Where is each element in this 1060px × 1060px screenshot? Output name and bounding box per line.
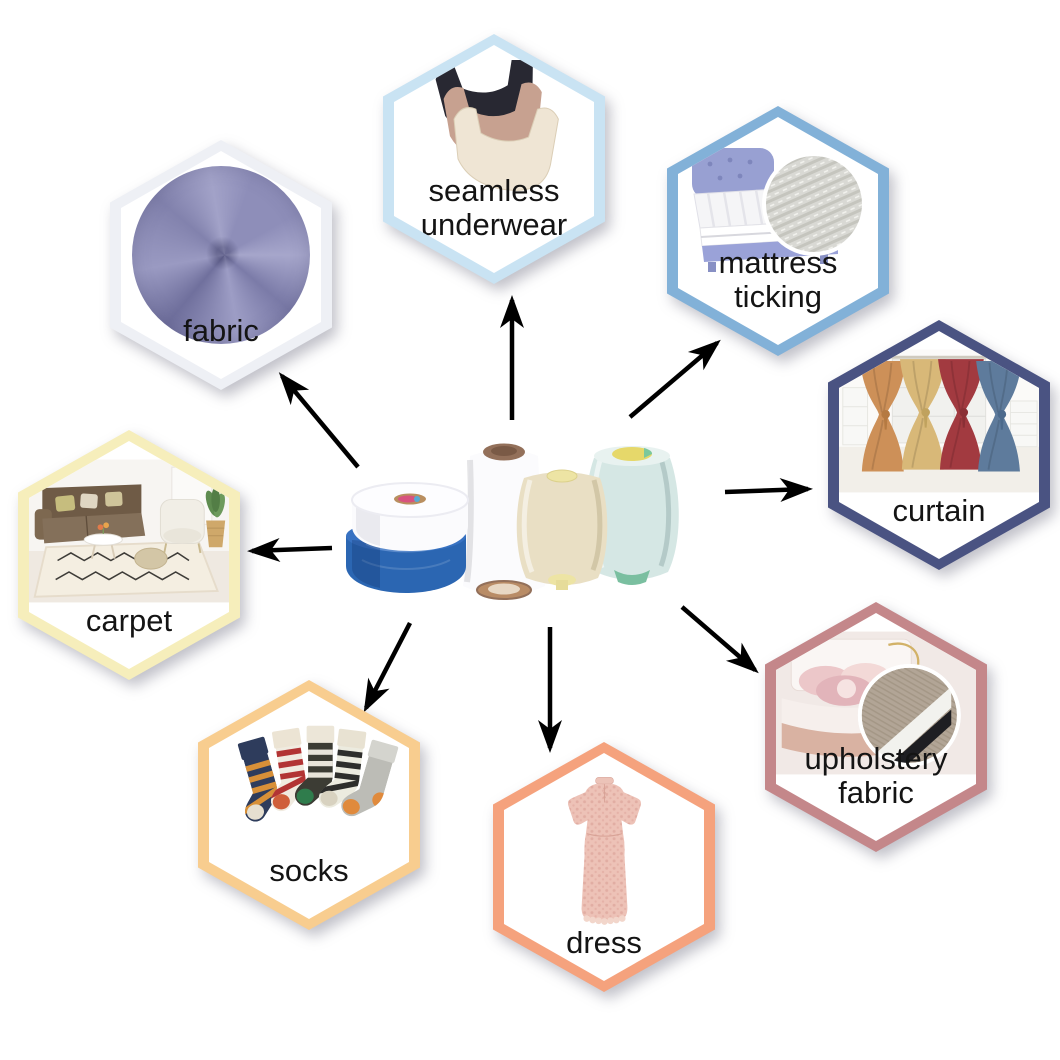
pouf <box>134 547 168 570</box>
fabric-closeup-circle <box>857 663 961 767</box>
yarn-spools-illustration <box>346 443 679 600</box>
sock-olive-stripe <box>294 725 335 806</box>
node-dress: dress <box>493 742 715 992</box>
upholstery-photo <box>776 627 976 779</box>
node-upholstery-fabric: upholstery fabric <box>765 602 987 852</box>
arrow-to-upholstery-fabric <box>680 605 759 674</box>
hexagon-body: upholstery fabric <box>776 613 976 841</box>
side-furniture <box>842 387 1038 448</box>
dress-photo <box>504 769 704 941</box>
node-carpet: carpet <box>18 430 240 680</box>
dress-illustration <box>567 777 641 925</box>
cream-yarn-spool <box>516 469 608 590</box>
node-label: curtain <box>892 492 986 528</box>
blue-white-yarn-spool <box>346 482 469 593</box>
fabric-photo <box>121 166 321 344</box>
arrow-to-carpet <box>247 537 333 562</box>
potted-plant <box>205 487 226 548</box>
bed-illustration <box>692 148 866 272</box>
living-room-illustration <box>29 459 229 603</box>
node-fabric: fabric <box>110 140 332 390</box>
purple-fabric-swirl <box>132 166 310 344</box>
mattress-photo <box>678 131 878 283</box>
node-label: mattress ticking <box>718 245 838 314</box>
sofa <box>34 484 146 544</box>
center-yarn-spools <box>332 420 692 624</box>
socks-illustration <box>230 725 399 825</box>
node-label: carpet <box>85 602 173 638</box>
fabric-closeup-circle <box>762 152 866 256</box>
carpet-photo <box>29 455 229 607</box>
armchair <box>159 499 205 554</box>
node-label: socks <box>269 852 349 888</box>
node-label: seamless underwear <box>420 173 568 242</box>
arrow-to-curtain <box>724 478 813 503</box>
socks-photo <box>209 705 409 857</box>
node-curtain: .cbody{fill:var(--cb);} .ctas{fill:var(-… <box>828 320 1050 570</box>
node-mattress-ticking: mattress ticking <box>667 106 889 356</box>
node-socks: socks <box>198 680 420 930</box>
node-seamless-underwear: seamless underwear <box>383 34 605 284</box>
node-label: upholstery fabric <box>804 741 948 810</box>
node-label: fabric <box>183 312 259 348</box>
node-label: dress <box>566 924 642 960</box>
rug <box>33 540 219 598</box>
mint-yarn-spool <box>585 446 679 585</box>
pink-bed-illustration <box>776 631 976 775</box>
scalloped-hem <box>582 915 626 925</box>
coffee-table <box>83 522 123 559</box>
